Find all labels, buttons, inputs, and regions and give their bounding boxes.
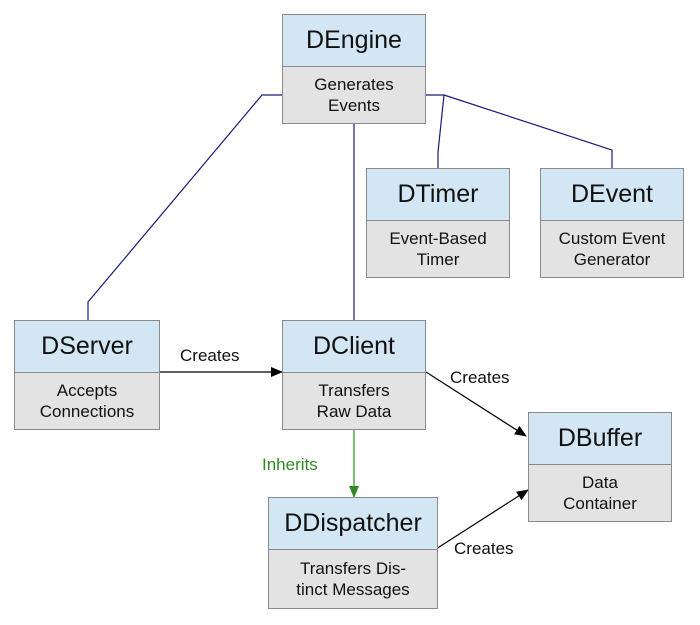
node-dclient: DClient Transfers Raw Data [282, 320, 426, 430]
node-devent-line-1: Custom Event [558, 229, 666, 248]
node-devent-line-2: Generator [573, 250, 651, 269]
node-dserver-line-2: Connections [39, 402, 135, 421]
node-dengine: DEngine Generates Events [282, 14, 426, 124]
node-dserver-line-1: Accepts [56, 381, 118, 400]
node-ddispatcher-line-1: Transfers Dis- [299, 559, 407, 578]
node-dengine-description: Generates Events [283, 67, 425, 123]
edge-label-dispatcher-buffer: Creates [454, 539, 514, 558]
node-dclient-line-1: Transfers [318, 381, 390, 400]
node-dbuffer: DBuffer Data Container [528, 412, 672, 522]
node-dclient-description: Transfers Raw Data [283, 373, 425, 429]
node-devent-title: DEvent [541, 169, 683, 221]
node-ddispatcher-description: Transfers Dis- tinct Messages [269, 550, 437, 608]
node-devent: DEvent Custom Event Generator [540, 168, 684, 278]
node-dclient-title: DClient [283, 321, 425, 373]
node-dbuffer-line-1: Data [582, 473, 618, 492]
node-dserver-description: Accepts Connections [15, 373, 159, 429]
node-devent-description: Custom Event Generator [541, 221, 683, 277]
association-dengine-dtimer [426, 94, 445, 168]
node-dtimer-line-2: Timer [416, 250, 460, 269]
node-ddispatcher-title: DDispatcher [269, 498, 437, 550]
edge-label-client-buffer: Creates [450, 368, 510, 387]
arrow-dclient-creates-dbuffer [425, 371, 527, 437]
association-dengine-devent [443, 94, 613, 168]
node-dtimer: DTimer Event-Based Timer [366, 168, 510, 278]
edge-label-server-client: Creates [180, 346, 240, 365]
association-dengine-dserver [87, 94, 282, 320]
node-dtimer-line-1: Event-Based [389, 229, 487, 248]
node-dtimer-description: Event-Based Timer [367, 221, 509, 277]
node-dbuffer-description: Data Container [529, 465, 671, 521]
node-dserver: DServer Accepts Connections [14, 320, 160, 430]
node-ddispatcher: DDispatcher Transfers Dis- tinct Message… [268, 497, 438, 609]
arrow-ddispatcher-creates-dbuffer [435, 489, 529, 550]
edge-label-client-dispatcher: Inherits [262, 455, 318, 474]
node-dbuffer-line-2: Container [563, 494, 637, 513]
node-dtimer-title: DTimer [367, 169, 509, 221]
node-dserver-title: DServer [15, 321, 159, 373]
node-dengine-title: DEngine [283, 15, 425, 67]
node-dengine-line-1: Generates [314, 75, 394, 94]
node-dbuffer-title: DBuffer [529, 413, 671, 465]
node-ddispatcher-line-2: tinct Messages [296, 580, 410, 599]
node-dengine-line-2: Events [328, 96, 380, 115]
node-dclient-line-2: Raw Data [316, 402, 392, 421]
